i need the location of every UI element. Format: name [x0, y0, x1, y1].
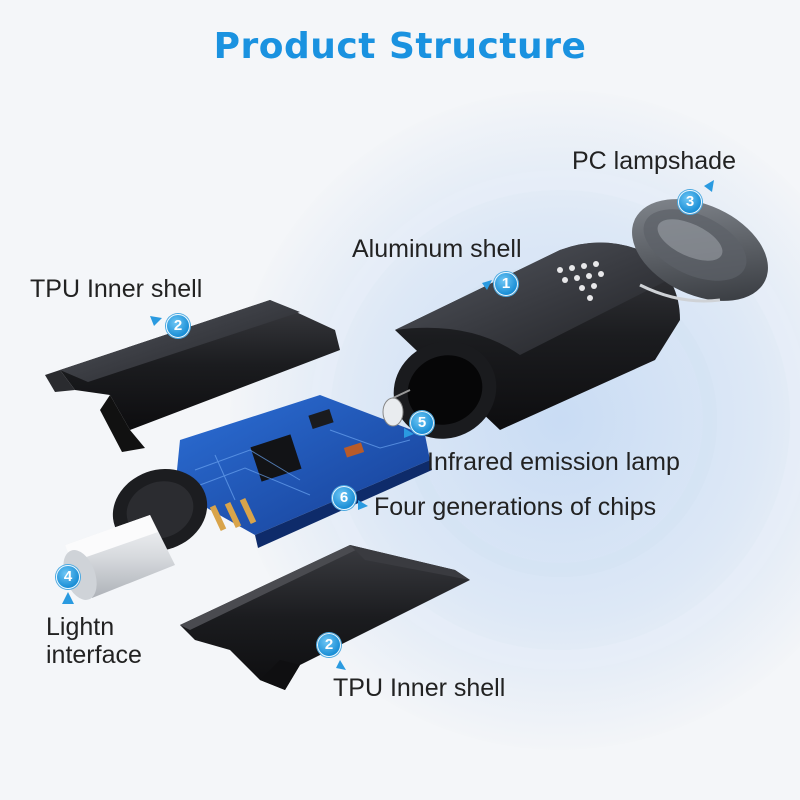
pointer-arrow-6: [358, 500, 368, 510]
pointer-arrow-5: [404, 428, 414, 438]
label-lightn-interface-line2: interface: [46, 641, 142, 669]
badge-aluminum-shell: 1: [494, 272, 518, 296]
tpu-inner-shell-bottom-part: [180, 545, 470, 690]
pointer-arrow-3: [704, 180, 714, 192]
pc-lampshade-part: [632, 199, 768, 303]
badge-pc-lampshade: 3: [678, 190, 702, 214]
badge-lightn-interface: 4: [56, 565, 80, 589]
page-title: Product Structure: [213, 26, 587, 67]
pointer-arrow-2-bottom: [336, 660, 346, 670]
badge-tpu-inner-shell-top: 2: [166, 314, 190, 338]
tpu-inner-shell-top-part: [45, 300, 340, 452]
label-pc-lampshade: PC lampshade: [572, 147, 736, 175]
pointer-arrow-4: [62, 592, 74, 604]
label-tpu-inner-shell-bottom: TPU Inner shell: [333, 674, 506, 702]
label-lightn-interface-line1: Lightn: [46, 613, 115, 641]
badge-infrared-emission-lamp: 5: [410, 411, 434, 435]
pointer-arrow-1: [482, 280, 492, 290]
badge-tpu-inner-shell-bottom: 2: [317, 633, 341, 657]
label-four-generations-chips: Four generations of chips: [374, 493, 657, 521]
badge-four-generations-chips: 6: [332, 486, 356, 510]
lightning-connector-part: [63, 468, 208, 600]
label-infrared-emission-lamp: Infrared emission lamp: [427, 448, 680, 476]
pointer-arrow-2-top: [150, 316, 162, 326]
label-tpu-inner-shell-top: TPU Inner shell: [30, 275, 203, 303]
label-aluminum-shell: Aluminum shell: [352, 235, 522, 263]
